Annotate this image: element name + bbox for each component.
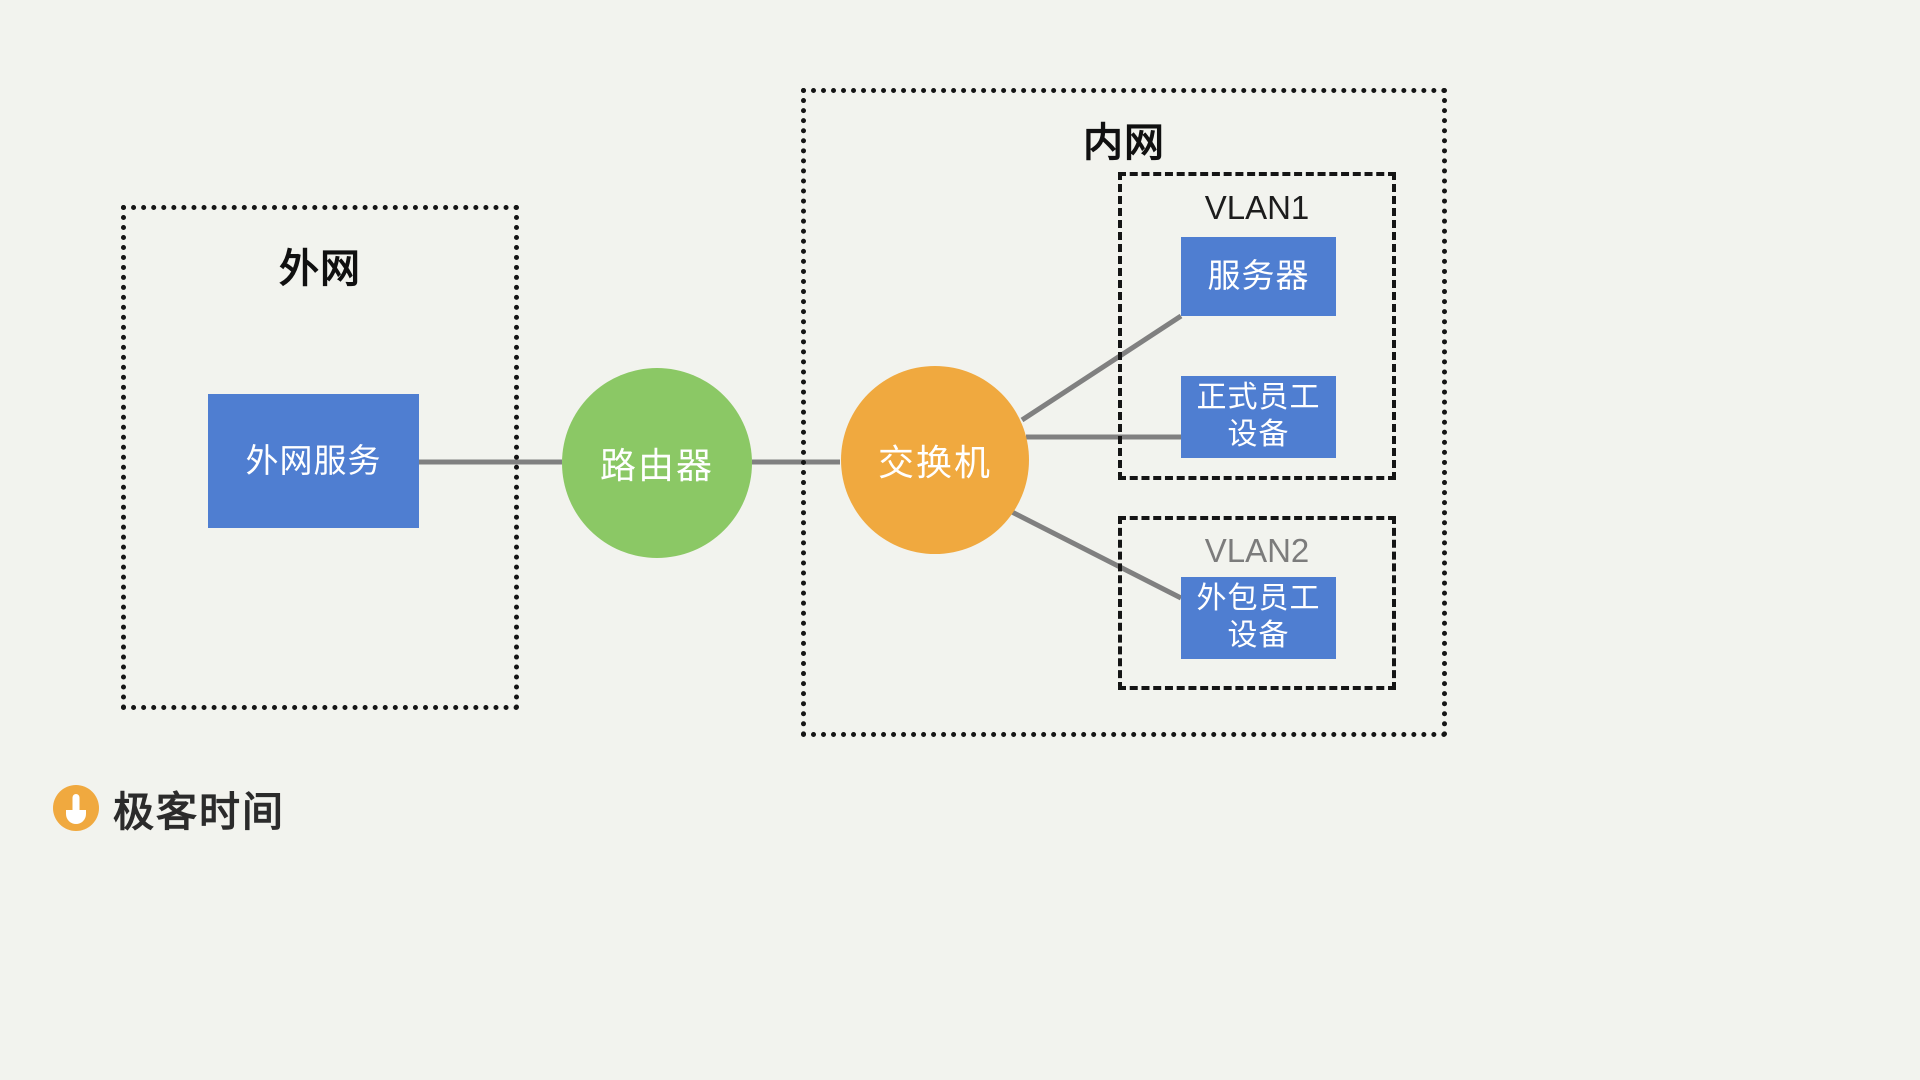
router-node[interactable]: 路由器 bbox=[562, 368, 752, 558]
contractor-device-node[interactable]: 外包员工 设备 bbox=[1181, 577, 1336, 659]
brand-logo: 极客时间 bbox=[53, 778, 285, 838]
staff-device-node[interactable]: 正式员工 设备 bbox=[1181, 376, 1336, 458]
contractor-device-label-line2: 设备 bbox=[1227, 619, 1290, 652]
vlan1-zone: VLAN1 bbox=[1118, 172, 1396, 480]
internal-network-title: 内网 bbox=[1083, 121, 1165, 165]
switch-node[interactable]: 交换机 bbox=[841, 366, 1029, 554]
geekbang-logo-icon bbox=[53, 785, 99, 831]
external-network-zone: 外网 bbox=[121, 205, 519, 710]
server-node[interactable]: 服务器 bbox=[1181, 237, 1336, 316]
vlan2-zone: VLAN2 bbox=[1118, 516, 1396, 690]
staff-device-label-line1: 正式员工 bbox=[1196, 381, 1321, 415]
external-service-node[interactable]: 外网服务 bbox=[208, 394, 419, 528]
contractor-device-label-line1: 外包员工 bbox=[1196, 582, 1321, 616]
external-network-title: 外网 bbox=[279, 247, 361, 291]
vlan1-title: VLAN1 bbox=[1204, 189, 1310, 226]
internal-network-zone: 内网 bbox=[801, 88, 1447, 737]
staff-device-label-line2: 设备 bbox=[1227, 418, 1290, 451]
brand-name: 极客时间 bbox=[113, 789, 285, 835]
vlan2-title: VLAN2 bbox=[1204, 532, 1310, 569]
